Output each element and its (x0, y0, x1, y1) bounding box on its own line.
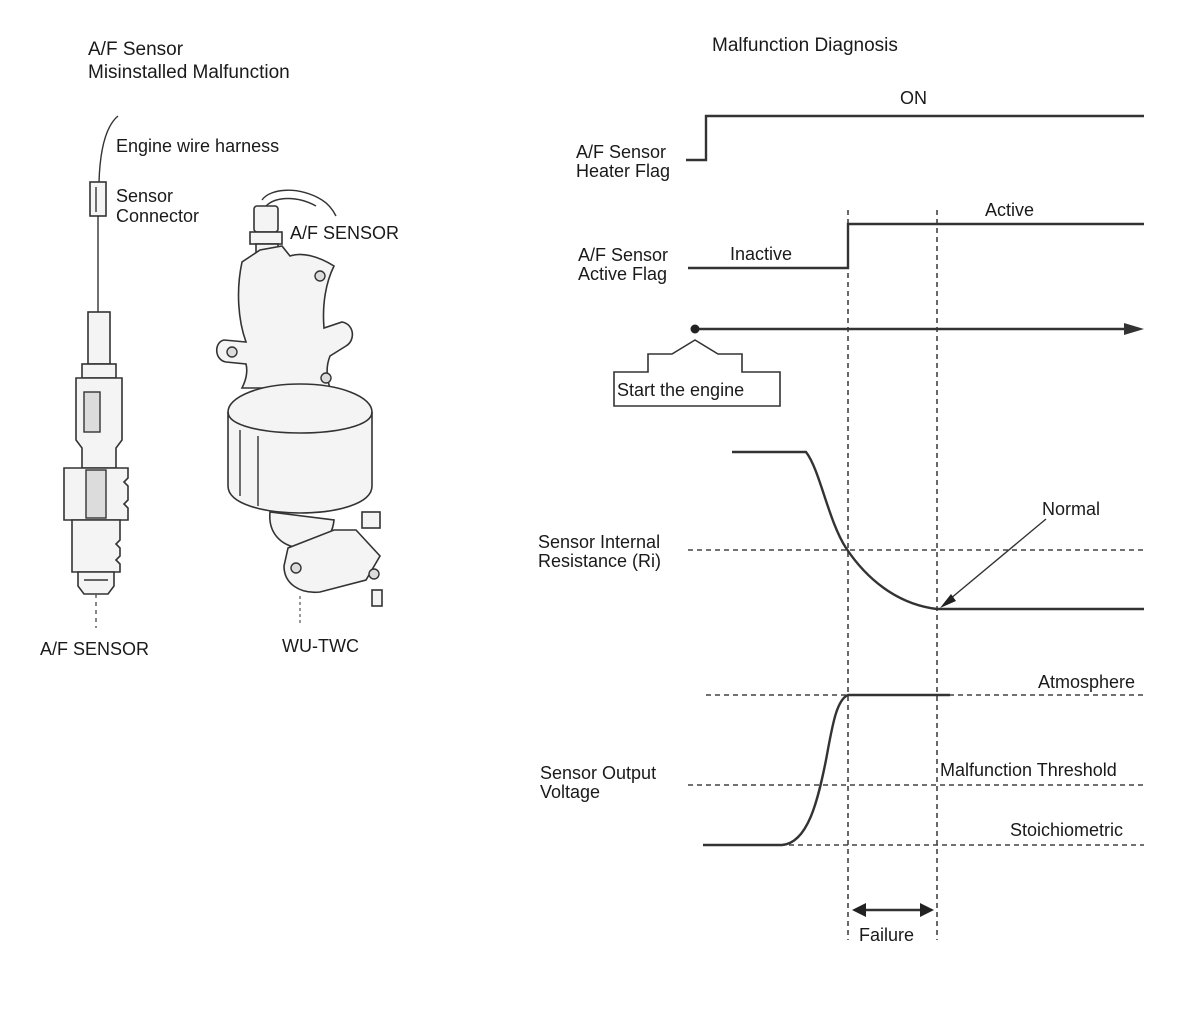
heater-flag-trace (686, 114, 1144, 162)
sensor-connector-label-line2: Connector (116, 206, 199, 226)
output-voltage-trace (703, 693, 950, 847)
active-flag-label-line1: A/F Sensor (578, 245, 668, 265)
start-engine-label: Start the engine (617, 380, 744, 400)
diagnosis-title: Malfunction Diagnosis (712, 35, 898, 56)
malfunction-threshold-label: Malfunction Threshold (940, 760, 1117, 780)
engine-wire-harness-label: Engine wire harness (116, 136, 279, 156)
normal-pointer-arrowhead (940, 594, 956, 608)
resistance-label-line1: Sensor Internal (538, 532, 660, 552)
output-voltage-label-line1: Sensor Output (540, 763, 656, 783)
start-marker-dot (690, 324, 700, 334)
resistance-trace (732, 450, 1144, 611)
failure-arrow-left (852, 903, 866, 917)
heater-flag-on-label: ON (900, 88, 927, 108)
active-flag-label-line2: Active Flag (578, 264, 667, 284)
af-sensor-drawing (63, 311, 129, 628)
atmosphere-label: Atmosphere (1038, 672, 1135, 692)
af-sensor-twc-label: A/F SENSOR (290, 223, 399, 243)
stoichiometric-label: Stoichiometric (1010, 820, 1123, 840)
active-flag-trace (688, 222, 1144, 270)
sensor-connector-label-line1: Sensor (116, 186, 173, 206)
normal-label: Normal (1042, 499, 1100, 519)
heater-flag-label-line2: Heater Flag (576, 161, 670, 181)
sensor-connector (89, 181, 107, 217)
active-flag-active-label: Active (985, 200, 1034, 220)
left-title-line1: A/F Sensor (88, 39, 184, 60)
failure-label: Failure (859, 925, 914, 945)
wu-twc-drawing (215, 189, 383, 624)
normal-pointer-line (943, 518, 1047, 605)
output-voltage-label-line2: Voltage (540, 782, 600, 802)
wu-twc-label: WU-TWC (282, 636, 359, 656)
harness-wire-top (98, 115, 119, 183)
resistance-label-line2: Resistance (Ri) (538, 551, 661, 571)
time-axis-arrowhead (1124, 323, 1144, 335)
left-title-line2: Misinstalled Malfunction (88, 62, 290, 83)
failure-arrow-right (920, 903, 934, 917)
start-engine-callout (613, 339, 781, 407)
active-flag-inactive-label: Inactive (730, 244, 792, 264)
af-sensor-bottom-label: A/F SENSOR (40, 639, 149, 659)
heater-flag-label-line1: A/F Sensor (576, 142, 666, 162)
